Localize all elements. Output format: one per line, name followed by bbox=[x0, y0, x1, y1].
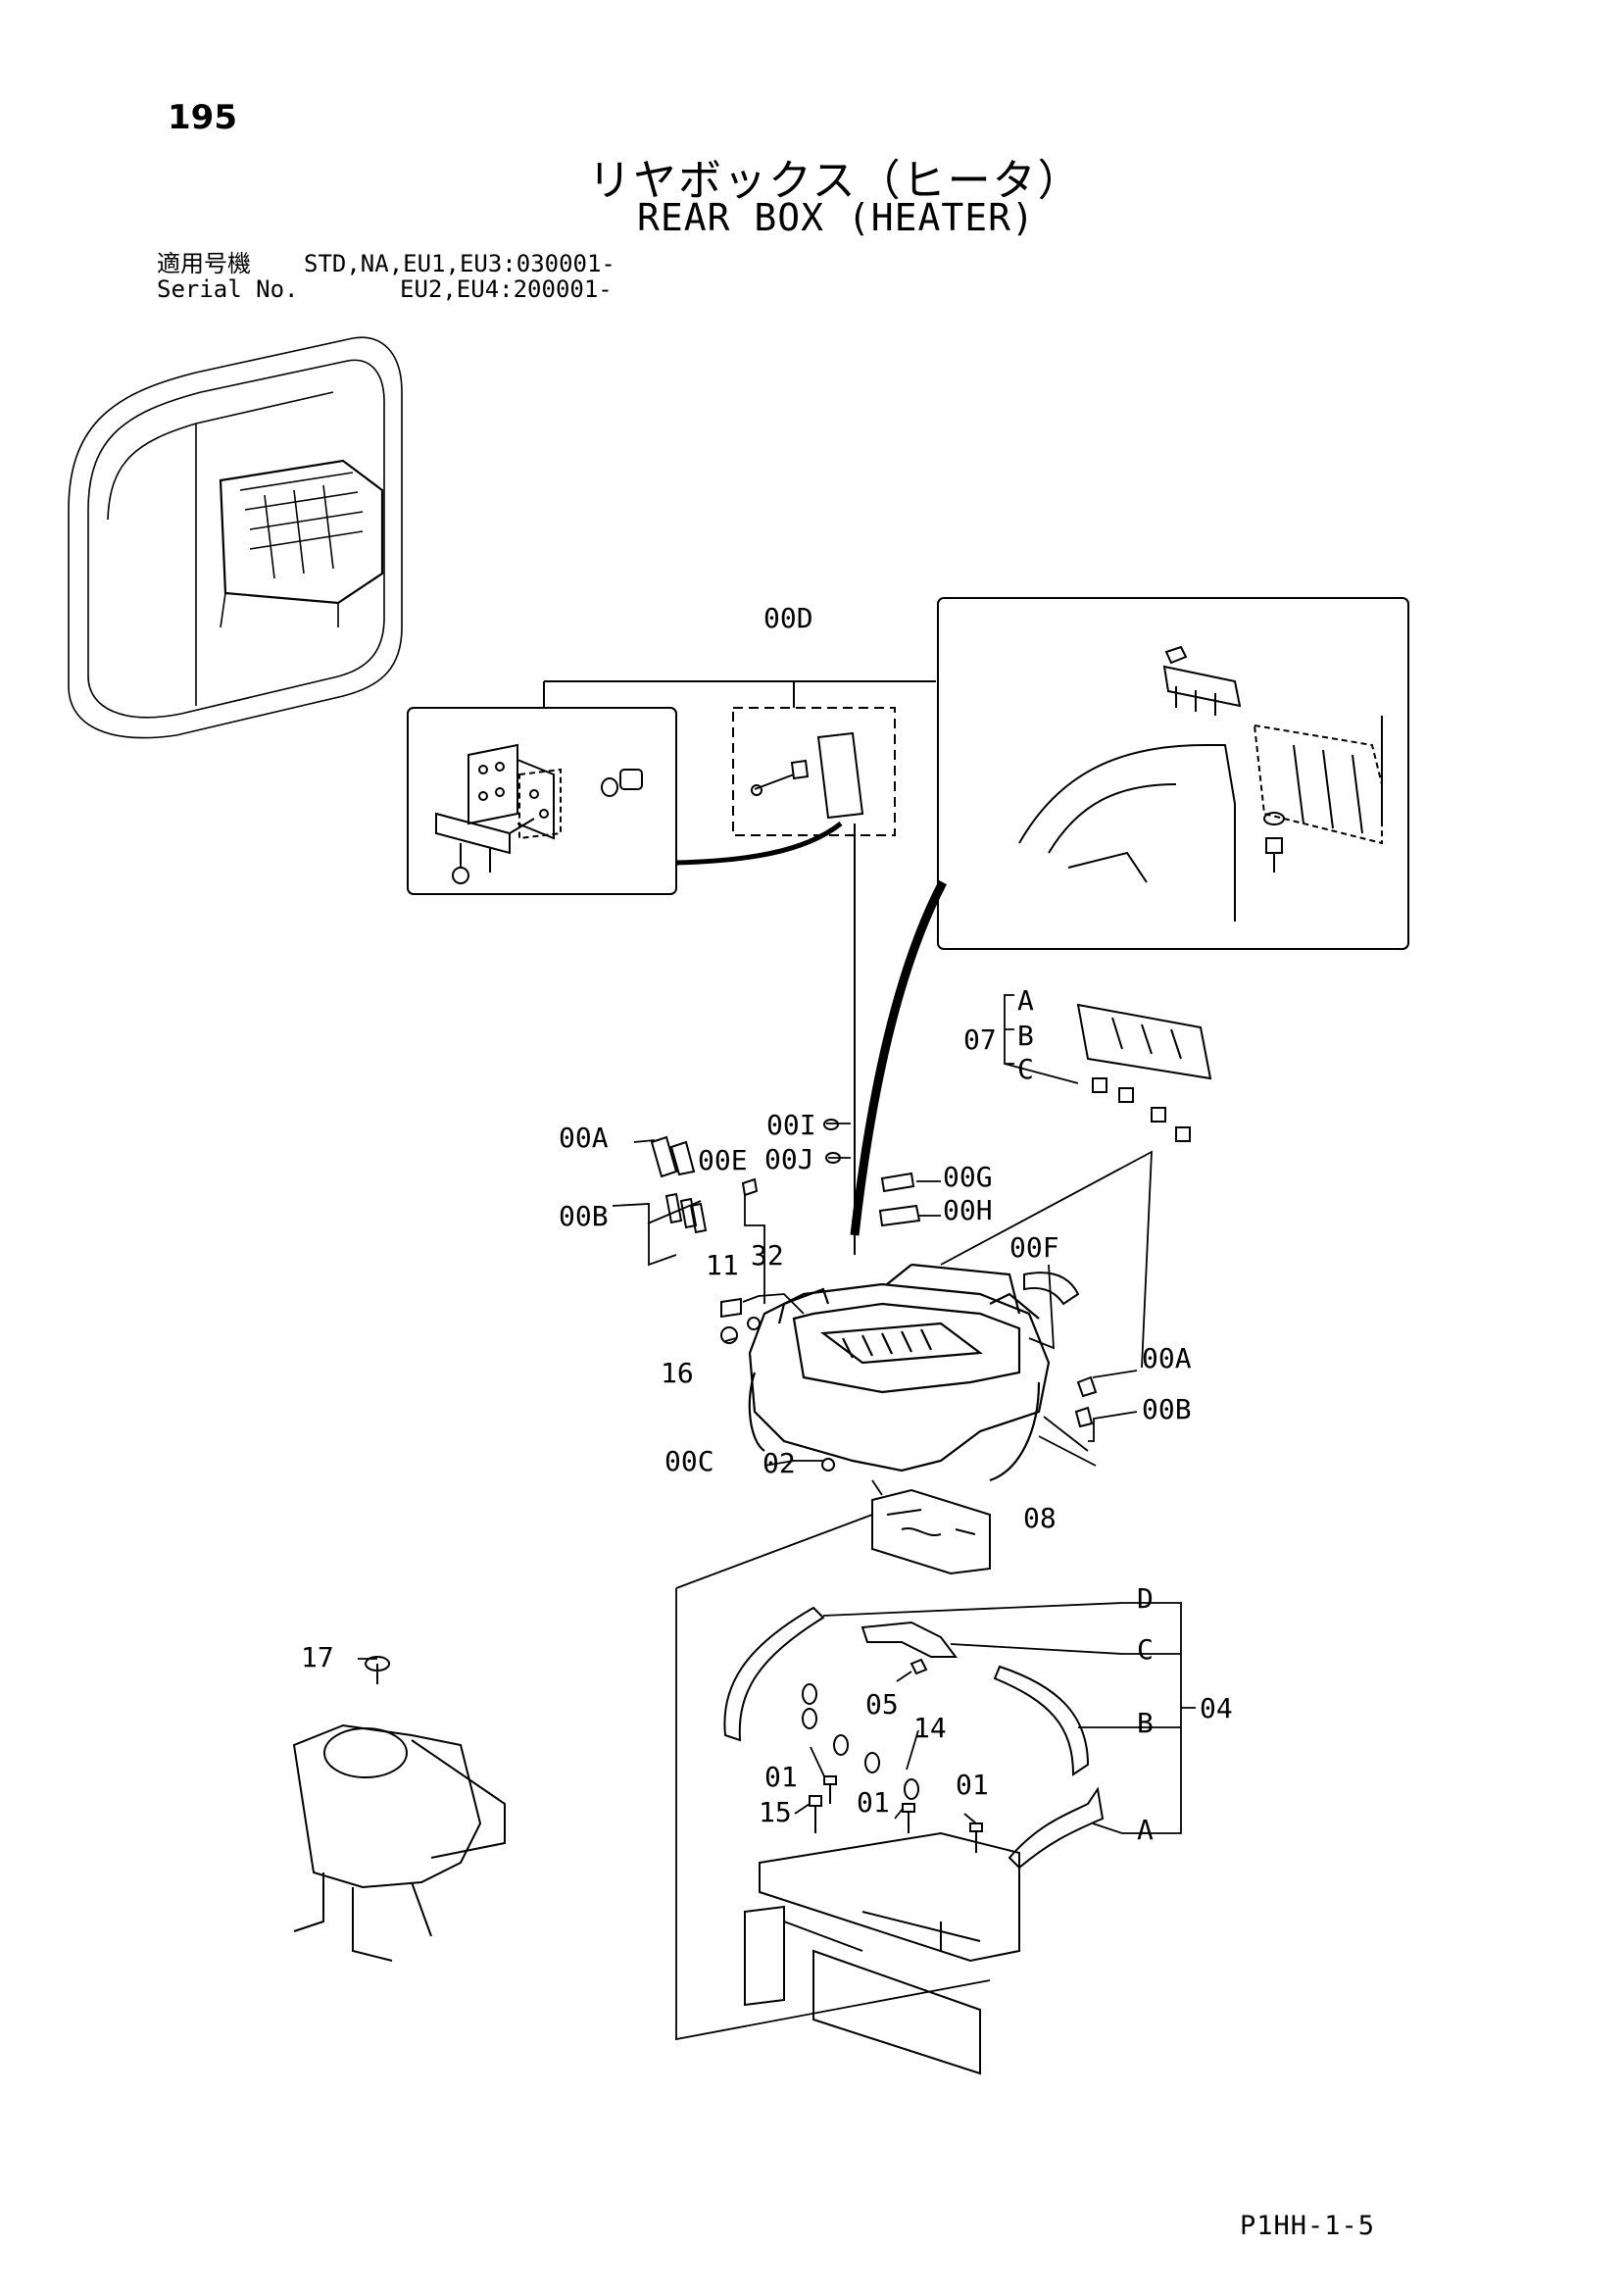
callout-14: 14 bbox=[913, 1712, 947, 1744]
callout-01-b: 01 bbox=[857, 1786, 890, 1819]
cab-overview bbox=[68, 336, 403, 739]
callout-08: 08 bbox=[1023, 1502, 1057, 1534]
callout-01-a: 01 bbox=[764, 1761, 798, 1793]
page-code: P1HH-1-5 bbox=[1240, 2211, 1376, 2241]
serial-row: Serial No. EU2,EU4:200001- bbox=[157, 276, 615, 302]
callout-00E: 00E bbox=[698, 1144, 748, 1176]
callout-labels: 00D 07 A B C 00I 00J 00A 00E 00B 00G 00H… bbox=[301, 602, 1233, 1846]
callout-00H: 00H bbox=[943, 1194, 993, 1226]
callout-17: 17 bbox=[301, 1641, 334, 1673]
serial-row: 適用号機 STD,NA,EU1,EU3:030001- bbox=[157, 251, 615, 276]
callout-07: 07 bbox=[963, 1023, 997, 1056]
callout-15: 15 bbox=[759, 1796, 792, 1828]
detail-box-left bbox=[407, 707, 677, 895]
bolts bbox=[809, 1775, 983, 1853]
callout-04A: A bbox=[1137, 1814, 1154, 1846]
bracket-08 bbox=[871, 1488, 991, 1575]
serial-value: EU2,EU4:200001- bbox=[400, 275, 613, 303]
callout-04B: B bbox=[1137, 1707, 1154, 1739]
callout-32: 32 bbox=[751, 1239, 784, 1272]
heater-unit bbox=[292, 1656, 506, 1962]
serial-value: STD,NA,EU1,EU3:030001- bbox=[304, 250, 615, 277]
detail-box-right bbox=[937, 597, 1409, 950]
callout-00J: 00J bbox=[764, 1143, 814, 1175]
detail-box-center bbox=[732, 707, 896, 836]
callout-00I: 00I bbox=[766, 1109, 816, 1141]
callout-02: 02 bbox=[762, 1447, 796, 1479]
callout-00C: 00C bbox=[664, 1445, 714, 1477]
page-number: 195 bbox=[168, 98, 237, 137]
callout-00B-left: 00B bbox=[559, 1200, 609, 1232]
title-japanese: リヤボックス（ヒータ） bbox=[588, 156, 1083, 206]
leader-00D bbox=[543, 680, 936, 708]
callout-16: 16 bbox=[661, 1357, 694, 1389]
callout-04D: D bbox=[1137, 1582, 1154, 1615]
connector-right bbox=[850, 879, 947, 1236]
title-english: REAR BOX (HEATER) bbox=[637, 196, 1035, 239]
relay-block bbox=[1076, 1003, 1212, 1142]
clips bbox=[802, 1683, 919, 1800]
callout-00G: 00G bbox=[943, 1161, 993, 1193]
callout-07B: B bbox=[1017, 1020, 1034, 1052]
callout-00A-left: 00A bbox=[559, 1122, 609, 1154]
callout-11: 11 bbox=[706, 1249, 739, 1281]
callout-04C: C bbox=[1137, 1633, 1154, 1666]
callout-07C: C bbox=[1017, 1053, 1034, 1085]
leader-lines bbox=[358, 994, 1196, 2041]
serial-label: Serial No. bbox=[157, 275, 299, 303]
connector-left bbox=[675, 822, 843, 866]
callout-00B-right: 00B bbox=[1142, 1393, 1192, 1425]
callout-04: 04 bbox=[1200, 1692, 1233, 1724]
serial-label: 適用号機 bbox=[157, 250, 251, 277]
callout-01-c: 01 bbox=[956, 1769, 989, 1801]
callout-00A-right: 00A bbox=[1142, 1342, 1192, 1374]
callout-00D: 00D bbox=[763, 602, 813, 634]
serial-applicability: 適用号機 STD,NA,EU1,EU3:030001- Serial No. EU2… bbox=[157, 251, 615, 302]
floor-frame bbox=[744, 1831, 1020, 2075]
ducts-04 bbox=[723, 1606, 1105, 1870]
callout-07A: A bbox=[1017, 984, 1034, 1017]
rear-box bbox=[748, 1263, 1051, 1482]
callout-00F: 00F bbox=[1009, 1231, 1059, 1264]
callout-05: 05 bbox=[865, 1688, 899, 1721]
